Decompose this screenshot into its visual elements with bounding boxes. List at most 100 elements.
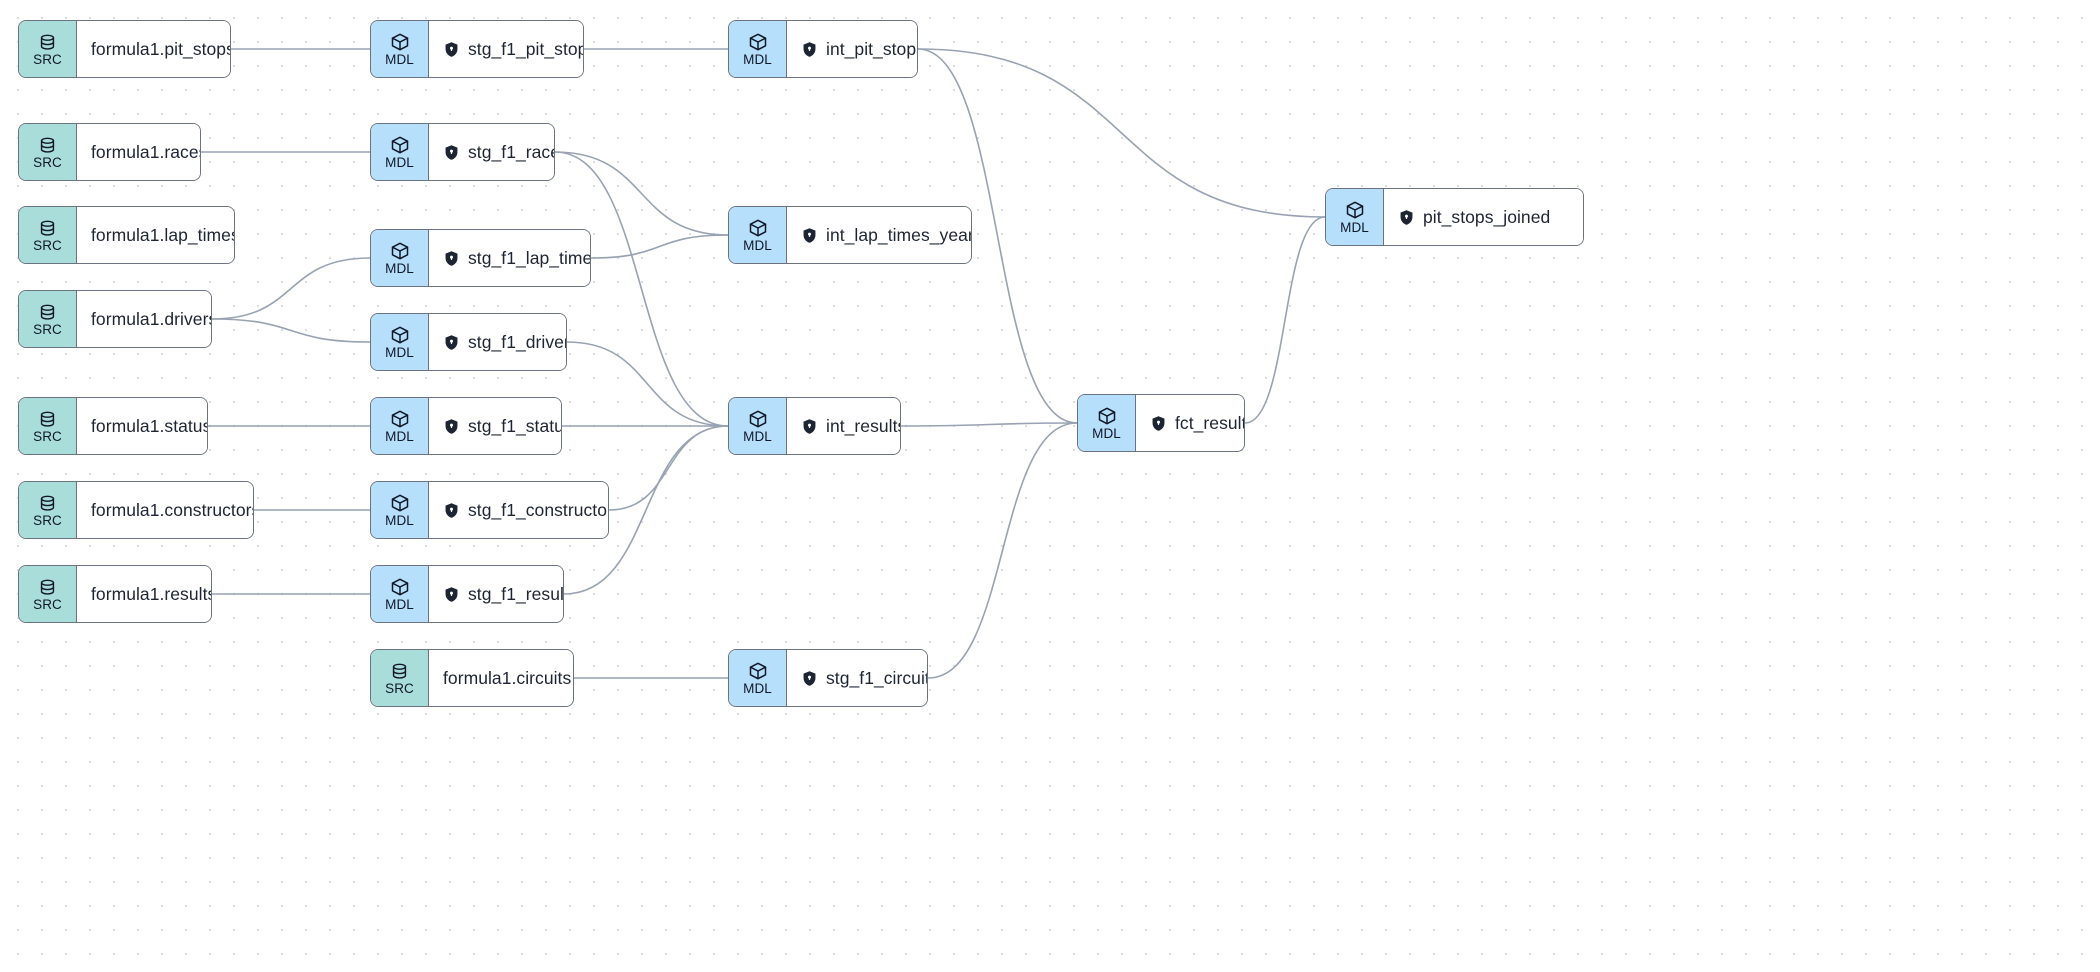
node-body: formula1.races: [77, 124, 200, 180]
edge-stg_races-to-int_results: [554, 151, 729, 427]
node-label: stg_f1_races: [468, 141, 554, 162]
shield-lock-icon: [1150, 415, 1167, 432]
shield-lock-icon: [801, 227, 818, 244]
edge-src_drivers-to-stg_drivers: [211, 318, 371, 343]
edge-stg_races-to-int_lap_times_years: [554, 151, 729, 236]
node-body: fct_results: [1136, 395, 1244, 451]
node-type-label: MDL: [385, 345, 414, 360]
node-type-badge-src: SRC: [19, 291, 77, 347]
node-label: stg_f1_drivers: [468, 331, 566, 352]
graph-node-stg_lap_times[interactable]: MDL stg_f1_lap_times: [370, 229, 591, 287]
node-body: stg_f1_races: [429, 124, 554, 180]
graph-node-fct_results[interactable]: MDL fct_results: [1077, 394, 1245, 452]
graph-node-src_pit_stops[interactable]: SRC formula1.pit_stops: [18, 20, 231, 78]
node-label: stg_f1_lap_times: [468, 247, 591, 268]
node-type-badge-mdl: MDL: [371, 230, 429, 286]
shield-lock-icon: [1398, 209, 1415, 226]
node-body: stg_f1_results: [429, 566, 564, 622]
node-body: formula1.results: [77, 566, 212, 622]
node-type-badge-mdl: MDL: [729, 21, 787, 77]
cube-icon: [1097, 406, 1117, 426]
database-icon: [38, 219, 57, 238]
node-type-badge-mdl: MDL: [371, 482, 429, 538]
database-icon: [38, 578, 57, 597]
edge-fct_results-to-pit_stops_joined: [1244, 216, 1326, 424]
node-label: int_pit_stops: [826, 38, 918, 59]
graph-node-src_races[interactable]: SRC formula1.races: [18, 123, 201, 181]
node-label: formula1.constructors: [91, 499, 254, 520]
node-type-badge-mdl: MDL: [371, 566, 429, 622]
node-body: stg_f1_circuits: [787, 650, 927, 706]
node-body: int_lap_times_years: [787, 207, 972, 263]
edge-src_drivers-to-stg_lap_times: [211, 257, 371, 320]
graph-node-stg_drivers[interactable]: MDL stg_f1_drivers: [370, 313, 567, 371]
graph-node-stg_results[interactable]: MDL stg_f1_results: [370, 565, 564, 623]
cube-icon: [748, 32, 768, 52]
node-label: stg_f1_results: [468, 583, 564, 604]
node-type-label: MDL: [743, 52, 772, 67]
cube-icon: [390, 135, 410, 155]
node-label: stg_f1_status: [468, 415, 561, 436]
node-type-badge-mdl: MDL: [371, 124, 429, 180]
cube-icon: [390, 325, 410, 345]
node-type-label: SRC: [33, 51, 62, 67]
node-body: stg_f1_constructors: [429, 482, 608, 538]
node-type-label: SRC: [33, 596, 62, 612]
database-icon: [38, 136, 57, 155]
node-type-label: MDL: [385, 52, 414, 67]
cube-icon: [390, 32, 410, 52]
database-icon: [390, 662, 409, 681]
shield-lock-icon: [443, 41, 460, 58]
node-type-label: MDL: [743, 681, 772, 696]
node-label: int_lap_times_years: [826, 224, 972, 245]
database-icon: [38, 33, 57, 52]
node-type-label: SRC: [33, 154, 62, 170]
node-body: formula1.status: [77, 398, 207, 454]
node-type-badge-mdl: MDL: [729, 650, 787, 706]
cube-icon: [748, 661, 768, 681]
edge-stg_lap_times-to-int_lap_times_years: [590, 234, 729, 259]
node-type-label: MDL: [743, 238, 772, 253]
graph-node-stg_races[interactable]: MDL stg_f1_races: [370, 123, 555, 181]
graph-node-stg_status[interactable]: MDL stg_f1_status: [370, 397, 562, 455]
node-type-badge-src: SRC: [19, 124, 77, 180]
node-type-badge-mdl: MDL: [371, 398, 429, 454]
node-label: formula1.pit_stops: [91, 38, 231, 59]
graph-node-stg_circuits[interactable]: MDL stg_f1_circuits: [728, 649, 928, 707]
node-type-badge-src: SRC: [19, 21, 77, 77]
node-type-badge-mdl: MDL: [729, 398, 787, 454]
cube-icon: [390, 577, 410, 597]
node-type-badge-src: SRC: [19, 398, 77, 454]
node-label: fct_results: [1175, 412, 1244, 433]
database-icon: [38, 410, 57, 429]
shield-lock-icon: [443, 250, 460, 267]
node-type-badge-mdl: MDL: [1326, 189, 1384, 245]
node-type-badge-mdl: MDL: [371, 21, 429, 77]
edge-stg_circuits-to-fct_results: [927, 422, 1078, 679]
node-type-badge-src: SRC: [19, 566, 77, 622]
cube-icon: [390, 493, 410, 513]
node-type-label: MDL: [1092, 426, 1121, 441]
graph-node-int_lap_times_years[interactable]: MDL int_lap_times_years: [728, 206, 972, 264]
graph-node-src_results[interactable]: SRC formula1.results: [18, 565, 212, 623]
node-body: formula1.constructors: [77, 482, 254, 538]
node-type-label: MDL: [385, 429, 414, 444]
node-type-badge-src: SRC: [19, 207, 77, 263]
shield-lock-icon: [443, 502, 460, 519]
node-body: stg_f1_status: [429, 398, 561, 454]
graph-node-int_pit_stops[interactable]: MDL int_pit_stops: [728, 20, 918, 78]
node-label: formula1.results: [91, 583, 212, 604]
node-body: pit_stops_joined: [1384, 189, 1583, 245]
node-body: formula1.pit_stops: [77, 21, 231, 77]
